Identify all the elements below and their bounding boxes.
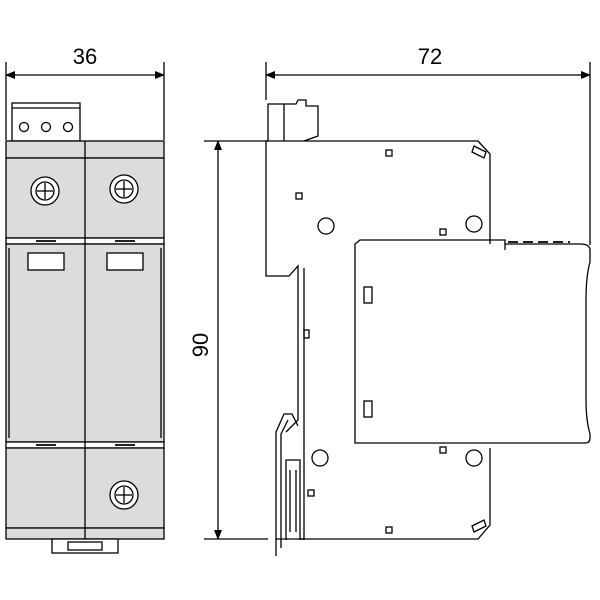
mounting-hole — [311, 449, 329, 467]
screw-icon — [109, 480, 139, 510]
status-window — [27, 252, 65, 271]
side-terminal-top — [267, 99, 319, 142]
front-view: 36 — [5, 44, 165, 554]
width-dimension: 36 — [5, 44, 165, 140]
side-housing — [265, 140, 491, 540]
height-dimension-label: 90 — [188, 333, 213, 357]
mounting-hole — [465, 449, 483, 467]
side-view: 72 90 — [188, 44, 591, 556]
pluggable-module — [354, 239, 591, 444]
depth-dimension-label: 72 — [418, 44, 442, 69]
din-rail-clip-detail — [275, 413, 304, 556]
terminal-contact-2 — [40, 121, 52, 133]
terminal-block — [11, 102, 81, 142]
screw-icon — [109, 174, 139, 204]
terminal-contact-1 — [18, 121, 30, 133]
din-clip — [51, 538, 119, 554]
upper-screw-section — [5, 157, 165, 239]
mounting-hole — [465, 215, 483, 233]
terminal-contact-3 — [62, 121, 74, 133]
lower-screw-section — [5, 447, 165, 529]
status-window — [106, 252, 144, 271]
height-dimension: 90 — [188, 140, 268, 540]
width-dimension-label: 36 — [73, 44, 97, 69]
depth-dimension: 72 — [265, 44, 591, 245]
mounting-hole — [317, 217, 335, 235]
main-body — [5, 243, 165, 443]
screw-icon — [30, 176, 60, 206]
